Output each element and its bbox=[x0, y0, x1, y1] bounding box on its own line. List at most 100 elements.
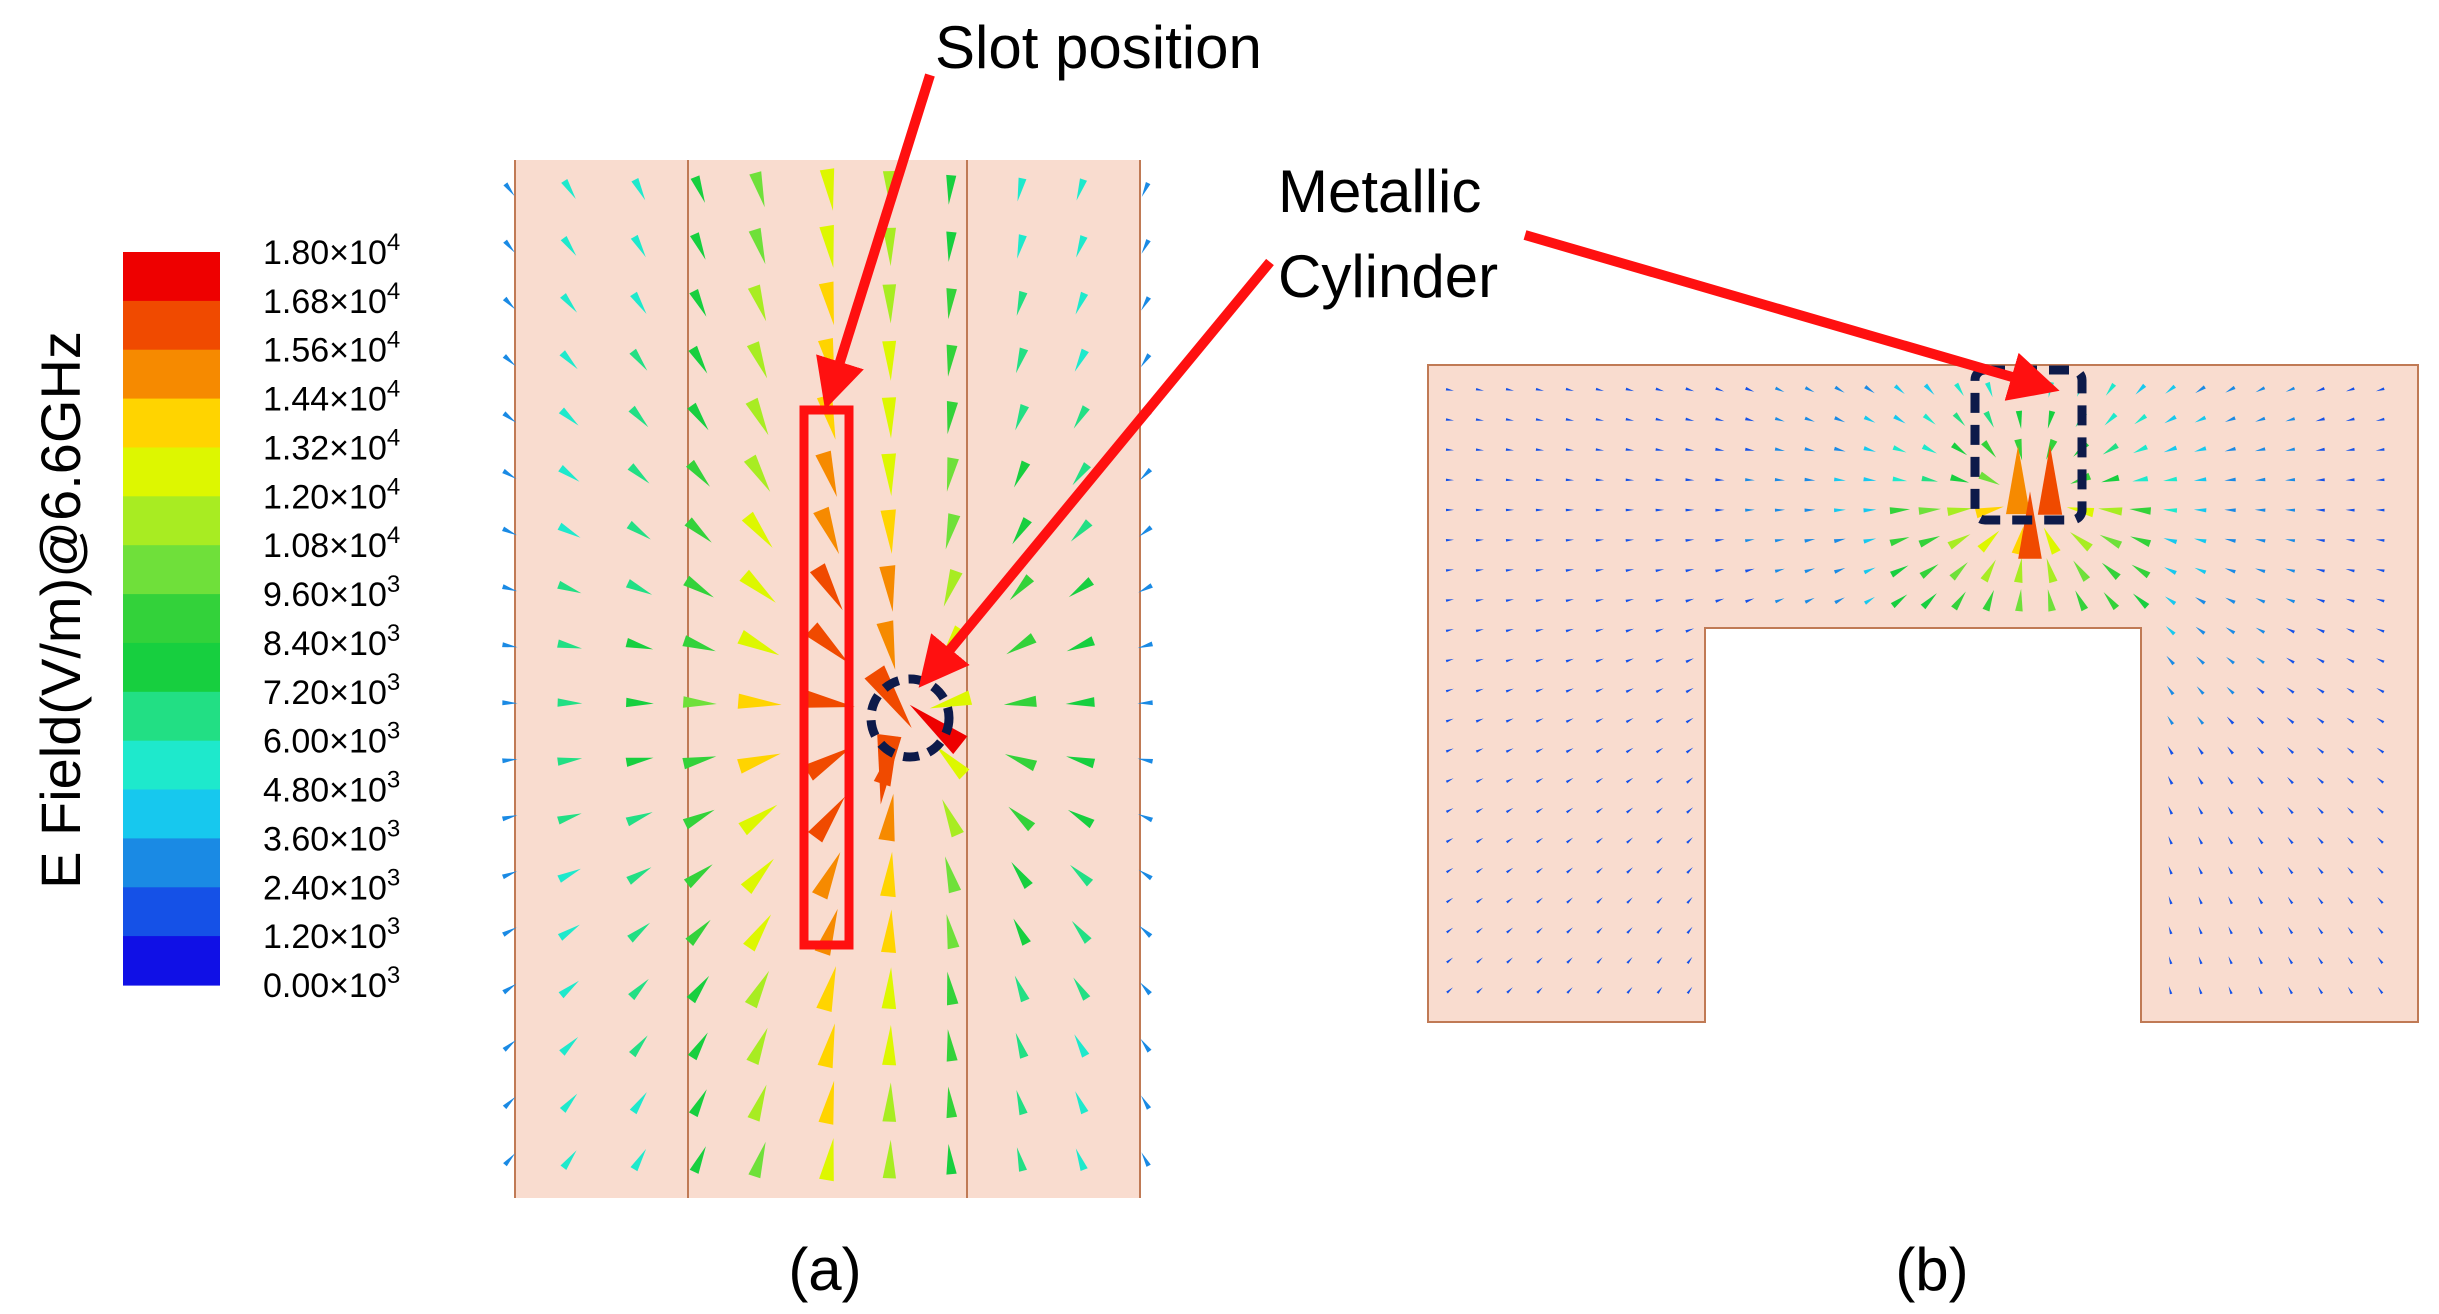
field-arrow bbox=[1565, 387, 1574, 391]
field-arrow bbox=[749, 171, 765, 208]
field-arrow bbox=[1951, 591, 1966, 611]
field-arrow bbox=[1070, 864, 1094, 887]
field-arrow bbox=[631, 178, 646, 201]
field-arrow bbox=[1919, 564, 1939, 579]
field-arrow bbox=[1535, 718, 1544, 723]
field-arrow bbox=[2133, 444, 2148, 454]
field-arrow bbox=[2317, 956, 2324, 965]
field-arrow bbox=[1625, 747, 1634, 754]
field-arrow bbox=[1535, 539, 1545, 542]
colorbar-tick-label: 1.44×104 bbox=[263, 376, 400, 419]
field-arrow bbox=[1475, 629, 1484, 633]
field-arrow bbox=[819, 224, 834, 268]
field-arrow bbox=[557, 757, 583, 766]
field-arrow bbox=[1833, 446, 1846, 452]
field-arrow bbox=[2132, 476, 2149, 482]
field-arrow bbox=[1076, 178, 1087, 201]
field-arrow bbox=[1686, 777, 1694, 784]
field-arrow bbox=[683, 864, 713, 889]
field-arrow bbox=[1536, 957, 1543, 964]
field-arrow bbox=[1890, 565, 1909, 578]
field-arrow bbox=[630, 234, 646, 258]
field-arrow bbox=[2375, 539, 2385, 542]
field-arrow bbox=[740, 858, 774, 894]
field-arrow bbox=[2168, 866, 2173, 875]
field-arrow bbox=[2198, 866, 2203, 875]
field-arrow bbox=[1656, 986, 1663, 994]
field-arrow bbox=[2315, 598, 2325, 603]
field-arrow bbox=[2130, 536, 2152, 547]
field-arrow bbox=[1918, 507, 1942, 515]
field-arrow bbox=[1445, 478, 1454, 482]
field-arrow bbox=[557, 639, 582, 649]
field-arrow bbox=[812, 852, 841, 900]
field-arrow bbox=[1745, 598, 1755, 603]
field-arrow bbox=[503, 1153, 516, 1167]
field-arrow bbox=[1505, 629, 1514, 633]
field-arrow bbox=[741, 511, 773, 548]
field-arrow bbox=[1536, 837, 1544, 844]
field-arrow bbox=[1625, 777, 1634, 784]
field-arrow bbox=[629, 1035, 648, 1058]
field-arrow bbox=[625, 757, 654, 767]
field-arrow bbox=[2347, 837, 2354, 844]
field-arrow bbox=[2197, 746, 2204, 755]
field-arrow bbox=[1834, 477, 1846, 482]
field-arrow bbox=[1833, 538, 1846, 544]
field-arrow bbox=[1745, 447, 1755, 451]
field-arrow bbox=[1804, 447, 1816, 452]
field-arrow bbox=[1565, 569, 1575, 572]
field-arrow bbox=[2132, 593, 2150, 609]
field-arrow bbox=[503, 182, 515, 197]
field-arrow bbox=[1715, 569, 1725, 573]
field-arrow bbox=[2167, 775, 2174, 785]
field-arrow bbox=[2288, 956, 2294, 965]
slot-position-label: Slot position bbox=[935, 14, 1262, 81]
field-arrow bbox=[2285, 447, 2296, 451]
cylinder-outline-a bbox=[866, 674, 954, 762]
field-arrow bbox=[1954, 382, 1964, 397]
field-arrow bbox=[1685, 448, 1695, 451]
field-arrow bbox=[1774, 508, 1786, 512]
field-arrow bbox=[2227, 836, 2234, 845]
colorbar-segment bbox=[123, 545, 220, 595]
field-arrow bbox=[2164, 415, 2177, 424]
field-arrow bbox=[1446, 508, 1454, 512]
field-arrow bbox=[2347, 866, 2354, 874]
field-arrow bbox=[2315, 447, 2325, 451]
field-arrow bbox=[1655, 508, 1665, 512]
field-arrow bbox=[1565, 478, 1575, 482]
field-arrow bbox=[1535, 599, 1544, 603]
field-arrow bbox=[1947, 507, 1973, 516]
field-arrow bbox=[626, 697, 654, 708]
field-arrow bbox=[1715, 539, 1725, 542]
field-arrow bbox=[1446, 927, 1454, 934]
field-arrow bbox=[2105, 382, 2117, 396]
field-arrow bbox=[1566, 867, 1574, 874]
field-arrow bbox=[1656, 956, 1663, 964]
field-arrow bbox=[502, 815, 518, 822]
field-arrow bbox=[2164, 567, 2177, 575]
field-arrow bbox=[1065, 697, 1095, 707]
field-arrow bbox=[2316, 717, 2325, 724]
field-arrow bbox=[1625, 688, 1634, 693]
field-arrow bbox=[1566, 897, 1573, 904]
field-arrow bbox=[2257, 896, 2264, 905]
field-arrow bbox=[557, 868, 581, 883]
field-arrow bbox=[1003, 695, 1037, 707]
field-arrow bbox=[1565, 508, 1575, 512]
field-arrow bbox=[1952, 412, 1966, 427]
field-arrow bbox=[559, 350, 578, 370]
field-arrow bbox=[1745, 417, 1755, 422]
field-arrow bbox=[2168, 956, 2173, 965]
field-arrow bbox=[2043, 527, 2061, 555]
field-arrow bbox=[2168, 836, 2173, 845]
field-arrow bbox=[1595, 508, 1605, 512]
field-arrow bbox=[946, 288, 957, 320]
field-arrow bbox=[1565, 658, 1574, 663]
field-arrow bbox=[1075, 1148, 1088, 1171]
field-arrow bbox=[1655, 658, 1664, 663]
field-arrow bbox=[1596, 957, 1603, 964]
field-arrow bbox=[943, 569, 963, 607]
field-arrow bbox=[1446, 867, 1454, 874]
